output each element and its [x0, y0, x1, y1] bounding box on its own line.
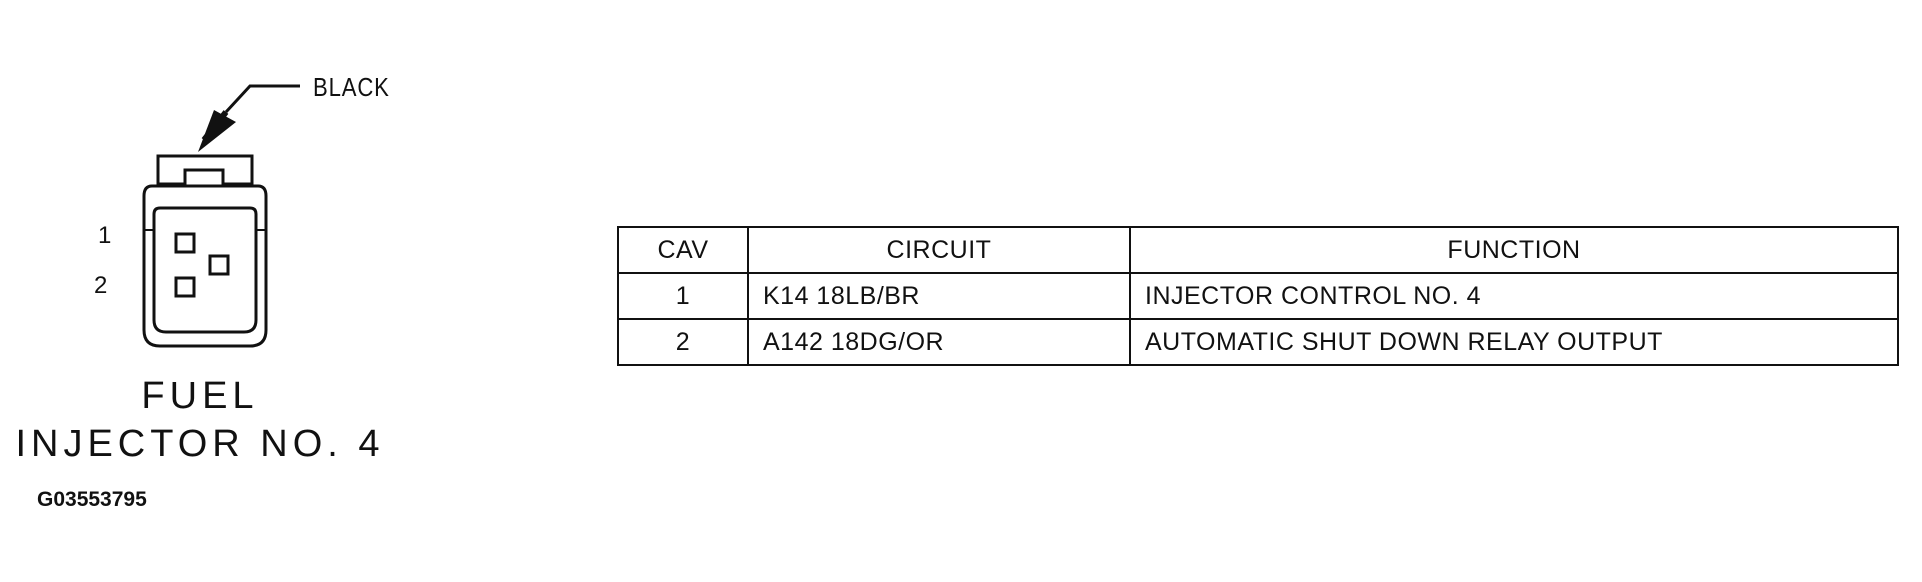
pin-label-1: 1 [98, 222, 112, 249]
cavity-3 [208, 254, 230, 276]
arrowhead-icon [198, 110, 236, 152]
header-circuit: CIRCUIT [747, 226, 1131, 274]
cell-cav: 2 [617, 318, 749, 366]
table-row: 1 K14 18LB/BR INJECTOR CONTROL NO. 4 [617, 272, 1899, 320]
connector-housing [152, 206, 258, 334]
connector-drawing [142, 84, 300, 348]
cavity-2 [174, 276, 196, 298]
cell-function: AUTOMATIC SHUT DOWN RELAY OUTPUT [1129, 318, 1899, 366]
table-header-row: CAV CIRCUIT FUNCTION [617, 226, 1899, 274]
connector-title-line-1: FUEL [141, 375, 259, 417]
table-row: 2 A142 18DG/OR AUTOMATIC SHUT DOWN RELAY… [617, 318, 1899, 366]
connector-figure: BLACK 1 2 FUEL INJECTOR NO. 4 G03553795 [0, 0, 420, 577]
header-function: FUNCTION [1129, 226, 1899, 274]
connector-color-label: BLACK [313, 72, 390, 102]
cell-circuit: A142 18DG/OR [747, 318, 1131, 366]
cell-function: INJECTOR CONTROL NO. 4 [1129, 272, 1899, 320]
pin-label-2: 2 [94, 272, 108, 299]
color-leader-line [224, 84, 300, 114]
header-cav: CAV [617, 226, 749, 274]
figure-code: G03553795 [37, 488, 147, 511]
cavity-1 [174, 232, 196, 254]
connector-title-line-2: INJECTOR NO. 4 [15, 423, 385, 465]
cell-circuit: K14 18LB/BR [747, 272, 1131, 320]
pinout-table: CAV CIRCUIT FUNCTION 1 K14 18LB/BR INJEC… [617, 226, 1899, 366]
cell-cav: 1 [617, 272, 749, 320]
